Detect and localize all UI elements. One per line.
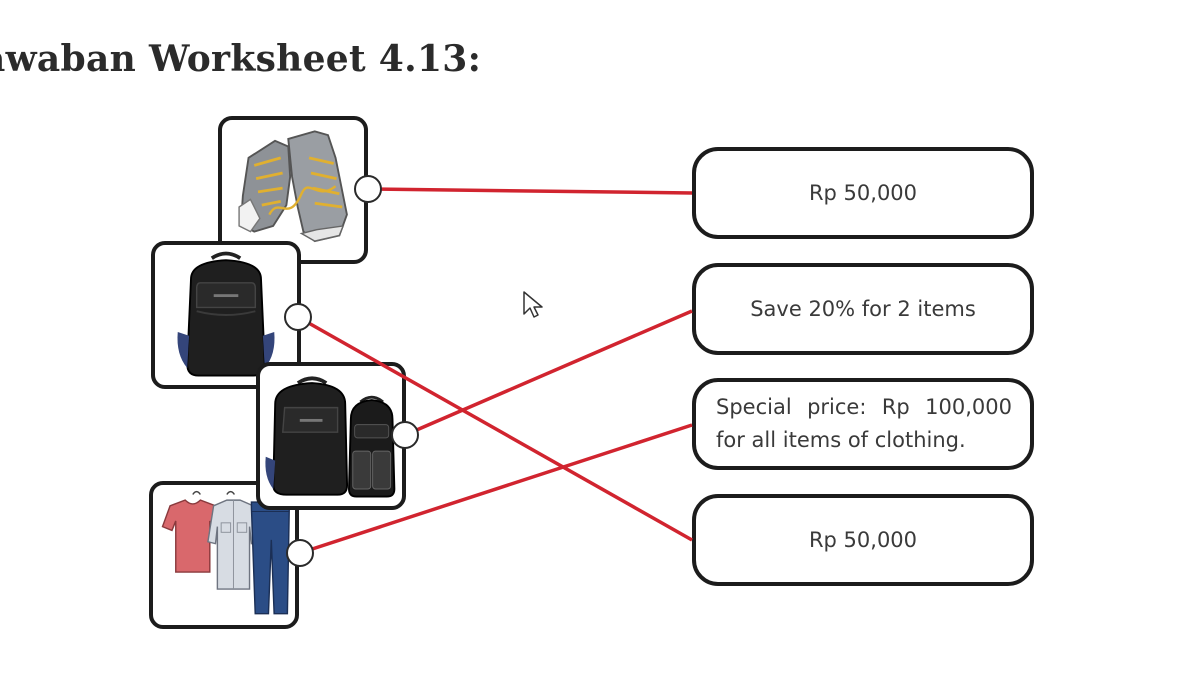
clothing-icon xyxy=(161,489,290,615)
item-card-sneakers[interactable] xyxy=(218,116,368,264)
connector-dot-clothing[interactable] xyxy=(286,539,314,567)
line-sneakers-to-answer-1 xyxy=(367,187,693,195)
answer-text-1: Rp 50,000 xyxy=(808,181,918,205)
two-backpacks-icon xyxy=(265,376,396,498)
answer-text-2: Save 20% for 2 items xyxy=(750,297,976,321)
connector-dot-sneakers[interactable] xyxy=(354,175,382,203)
answer-box-2[interactable]: Save 20% for 2 items xyxy=(692,263,1034,355)
sneakers-icon xyxy=(238,130,348,243)
backpack-icon xyxy=(177,251,275,377)
answer-box-1[interactable]: Rp 50,000 xyxy=(692,147,1034,239)
line-two-backpacks-to-answer-2 xyxy=(404,309,693,437)
mouse-cursor-icon xyxy=(523,291,543,318)
item-card-clothing[interactable] xyxy=(149,481,299,629)
item-card-two-backpacks[interactable] xyxy=(256,362,406,510)
answer-box-4[interactable]: Rp 50,000 xyxy=(692,494,1034,586)
answer-text-3: Special price: Rp 100,000 for all items … xyxy=(716,395,1012,452)
answer-text-4: Rp 50,000 xyxy=(808,528,918,552)
answer-box-3[interactable]: Special price: Rp 100,000 for all items … xyxy=(692,378,1034,470)
connector-dot-two-backpacks[interactable] xyxy=(391,421,419,449)
worksheet-title: awaban Worksheet 4.13: xyxy=(0,38,482,80)
connector-dot-backpack[interactable] xyxy=(284,303,312,331)
